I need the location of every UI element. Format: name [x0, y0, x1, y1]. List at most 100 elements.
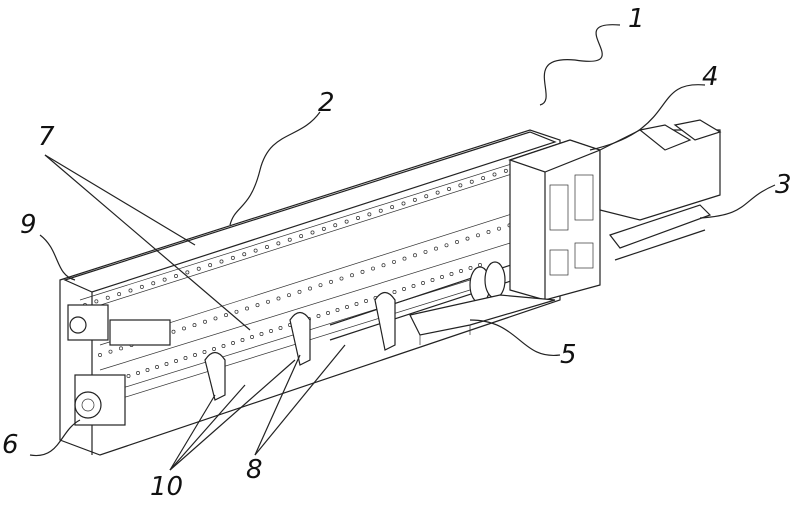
rack-hole	[105, 295, 110, 300]
rack-hole	[185, 270, 190, 275]
rack-hole	[253, 248, 258, 253]
rack-hole	[468, 266, 473, 270]
hooks	[204, 291, 396, 401]
label-9: 9	[20, 210, 37, 240]
rack-hole	[447, 187, 451, 191]
rack-hole	[430, 278, 435, 282]
rack-hole	[196, 266, 201, 271]
rack-hole	[411, 284, 416, 288]
rack-hole	[276, 296, 281, 301]
rack-hole	[434, 246, 438, 251]
label-6: 6	[2, 430, 19, 460]
rack-hole	[234, 309, 239, 314]
machine-bed	[59, 129, 561, 456]
rack-hole	[354, 302, 359, 306]
rack-hole	[412, 197, 417, 202]
rack-hole	[392, 290, 397, 294]
rack-hole	[266, 299, 270, 304]
rack-hole	[310, 230, 315, 235]
rack-hole	[402, 287, 406, 291]
rack-hole	[136, 371, 140, 375]
label-3: 3	[775, 170, 792, 200]
rack-hole	[503, 168, 508, 173]
rack-hole	[174, 274, 178, 278]
label-5: 5	[560, 340, 577, 370]
rack-hole	[240, 338, 245, 342]
rack-hole	[164, 362, 169, 366]
end-units	[67, 304, 171, 426]
rack-hole	[297, 289, 302, 294]
rack-hole	[469, 179, 474, 184]
rack-hole	[335, 308, 340, 312]
rack-hole	[183, 356, 188, 360]
rack-hole	[287, 293, 291, 298]
rack-hole	[162, 277, 167, 282]
label-2: 2	[318, 88, 335, 118]
rack-hole	[345, 305, 349, 309]
rack-hole	[202, 350, 207, 354]
rack-hole	[344, 219, 349, 224]
rack-hole	[378, 208, 383, 213]
rack-hole	[360, 269, 365, 274]
rack-hole	[435, 190, 440, 195]
rack-hole	[221, 344, 226, 348]
rack-hole	[299, 234, 304, 239]
rack-hole	[245, 306, 249, 311]
rack-hole	[364, 299, 368, 303]
rack-hole	[117, 292, 122, 297]
rack-hole	[321, 226, 326, 231]
rack-hole	[326, 311, 330, 315]
tower-frame	[508, 139, 602, 301]
rack-hole	[203, 319, 207, 324]
rack-hole	[481, 176, 486, 181]
rack-hole	[119, 346, 123, 351]
rack-hole	[145, 368, 150, 372]
rack-hole	[458, 183, 463, 188]
rack-hole	[224, 313, 228, 318]
rack-hole	[367, 212, 372, 217]
rack-hole	[139, 284, 144, 289]
label-1: 1	[628, 4, 645, 34]
rack-hole	[219, 259, 224, 264]
label-7: 7	[38, 122, 55, 152]
rack-hole	[316, 314, 321, 318]
rack-hole	[308, 286, 312, 291]
rack-hole	[242, 252, 247, 257]
rack-hole	[192, 323, 197, 328]
motor-boxes	[599, 119, 722, 261]
rack-hole	[126, 374, 131, 378]
rack-hole	[259, 332, 264, 336]
rack-hole	[250, 335, 254, 339]
rack-hole	[421, 281, 425, 285]
rack-hole	[486, 230, 491, 234]
rack-hole	[231, 341, 235, 345]
rack-hole	[269, 329, 273, 333]
rack-hole	[287, 237, 292, 242]
rack-hole	[350, 273, 354, 278]
rack-hole	[392, 259, 396, 264]
rack-hole	[444, 243, 449, 248]
rack-hole	[440, 275, 444, 279]
rack-hole	[255, 303, 260, 308]
rack-hole	[208, 263, 213, 268]
rack-hole	[459, 269, 463, 273]
rack-hole	[329, 279, 333, 284]
rack-hole	[155, 365, 159, 369]
rack-hole	[371, 266, 375, 271]
rack-hole	[390, 205, 395, 210]
rack-hole	[339, 276, 344, 281]
rack-hole	[401, 201, 406, 206]
rack-hole	[174, 359, 178, 363]
rack-hole	[98, 353, 102, 357]
rack-hole	[213, 316, 218, 321]
rack-hole	[356, 216, 360, 220]
label-8: 8	[246, 455, 263, 485]
rack-hole	[276, 241, 281, 246]
rack-hole	[94, 299, 99, 304]
rack-hole	[193, 353, 197, 357]
carriage	[409, 294, 556, 345]
rack-hole	[402, 256, 407, 261]
rack-hole	[278, 326, 283, 330]
